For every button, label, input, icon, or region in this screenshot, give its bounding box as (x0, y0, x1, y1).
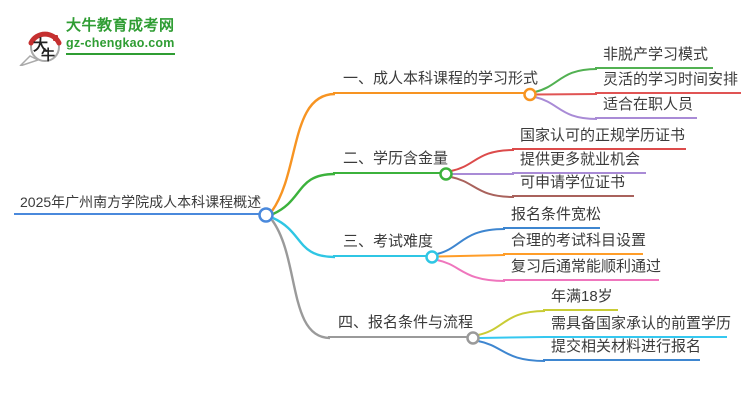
connector-branch-4-child-2 (478, 336, 546, 339)
branch-4-junction-circle (466, 331, 480, 345)
child-node-4-1: 年满18岁 (543, 288, 618, 311)
child-node-1-1: 非脱产学习模式 (595, 46, 713, 69)
connector-branch-1-child-3 (534, 96, 598, 120)
connector-root-branch-4 (271, 219, 331, 340)
child-node-3-1: 报名条件宽松 (503, 206, 601, 229)
logo-red-seal (53, 35, 58, 41)
connector-root-branch-2 (272, 172, 336, 216)
connector-branch-2-child-1 (450, 149, 515, 172)
site-logo: 大 牛 大牛教育成考网 gz-chengkao.com (14, 14, 175, 66)
child-node-2-1: 国家认可的正规学历证书 (512, 127, 686, 150)
branch-3-junction-circle (425, 250, 439, 264)
connector-branch-4-child-1 (477, 310, 546, 336)
connector-root-branch-3 (272, 216, 336, 259)
logo-site-url: gz-chengkao.com (66, 36, 175, 50)
child-node-1-3: 适合在职人员 (595, 96, 697, 119)
connector-branch-3-child-2 (437, 254, 506, 258)
branch-1-junction-circle (523, 87, 537, 102)
connector-branch-1-child-2 (535, 93, 598, 96)
connector-branch-2-child-3 (450, 176, 515, 198)
child-node-4-2: 需具备国家承认的前置学历 (543, 315, 731, 338)
child-node-2-2: 提供更多就业机会 (512, 151, 646, 174)
child-node-3-3: 复习后通常能顺利通过 (503, 258, 661, 281)
branch-node-3: 三、考试难度 (333, 233, 433, 257)
branch-2-junction-circle (439, 167, 453, 181)
root-junction-circle (258, 207, 274, 223)
logo-text-block: 大牛教育成考网 gz-chengkao.com (66, 14, 175, 55)
logo-badge-char-1: 大 (33, 36, 48, 54)
logo-badge-char-2: 牛 (41, 47, 55, 63)
logo-speech-bubble-icon: 大 牛 (19, 31, 62, 66)
connector-branch-4-child-3 (477, 340, 546, 362)
branch-node-1: 一、成人本科课程的学习形式 (333, 70, 538, 94)
logo-site-name: 大牛教育成考网 (66, 17, 175, 34)
branch-node-4: 四、报名条件与流程 (328, 314, 473, 338)
connector-branch-1-child-1 (534, 68, 598, 93)
child-node-2-3: 可申请学位证书 (512, 174, 634, 197)
connector-root-branch-1 (271, 92, 336, 212)
child-node-4-3: 提交相关材料进行报名 (543, 338, 701, 361)
branch-node-2: 二、学历含金量 (333, 150, 448, 174)
root-node: 2025年广州南方学院成人本科课程概述 (14, 194, 261, 215)
child-node-1-2: 灵活的学习时间安排 (595, 71, 741, 94)
connector-branch-3-child-1 (436, 228, 506, 255)
connector-branch-3-child-3 (436, 259, 506, 282)
child-node-3-2: 合理的考试科目设置 (503, 232, 646, 255)
